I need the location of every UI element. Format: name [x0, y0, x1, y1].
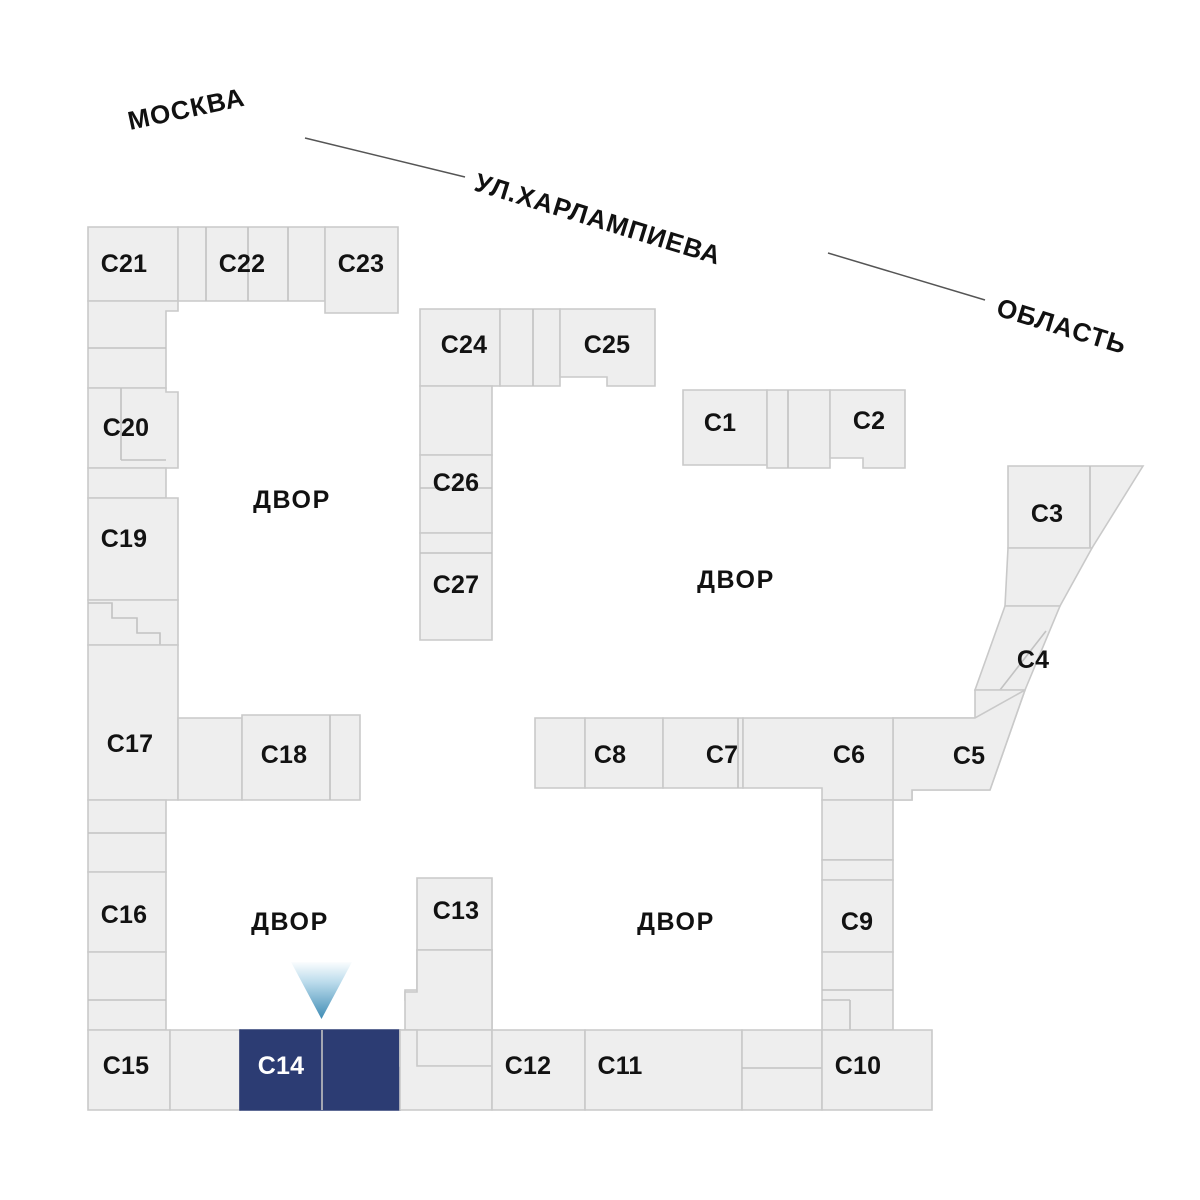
- building-block-C12-left: [399, 1029, 493, 1111]
- building-C9[interactable]: C9: [821, 879, 894, 953]
- building-label-C18: C18: [261, 741, 307, 769]
- building-block-west-upper: [87, 300, 179, 389]
- building-C1[interactable]: C1: [682, 389, 768, 466]
- building-C15[interactable]: C15: [87, 1029, 171, 1111]
- building-C11[interactable]: C11: [584, 1029, 743, 1111]
- building-label-C17: C17: [107, 730, 153, 758]
- building-label-C20: C20: [103, 414, 149, 442]
- building-C18[interactable]: [177, 717, 243, 801]
- building-C26[interactable]: C26: [419, 454, 493, 534]
- building-label-C12: C12: [505, 1052, 551, 1080]
- building-C16[interactable]: C16: [87, 871, 167, 953]
- building-C24[interactable]: C24: [419, 308, 501, 387]
- building-block-C9-link: [821, 859, 894, 881]
- building-block-C24-C25-link: [499, 308, 561, 387]
- building-block-west-lower: [87, 799, 167, 873]
- building-label-C10: C10: [835, 1052, 881, 1080]
- building-label-C16: C16: [101, 901, 147, 929]
- building-C22[interactable]: C22: [177, 226, 326, 302]
- building-label-C14: C14: [258, 1052, 304, 1080]
- building-label-C23: C23: [338, 250, 384, 278]
- building-label-C26: C26: [433, 469, 479, 497]
- building-C13[interactable]: C13: [416, 877, 493, 951]
- building-label-C3: C3: [1031, 500, 1063, 528]
- building-C21[interactable]: C21: [87, 226, 179, 302]
- leader-line-moskva: [304, 137, 466, 178]
- building-C12[interactable]: C12: [491, 1029, 586, 1111]
- building-label-C4: C4: [1017, 646, 1049, 674]
- building-block-C9-upper: [821, 799, 894, 861]
- building-label-C5: C5: [953, 742, 985, 770]
- building-block-west-bottom: [87, 951, 167, 1031]
- building-C14[interactable]: C14: [239, 1029, 401, 1111]
- building-C25[interactable]: C25: [559, 308, 656, 387]
- building-block-west-mid: [87, 467, 167, 499]
- building-label-C24: C24: [441, 331, 487, 359]
- building-block-C8-left: [534, 717, 586, 789]
- building-block-C11-C10-link: [741, 1029, 823, 1111]
- yard-label-sw: ДВОР: [251, 908, 329, 936]
- building-C27[interactable]: C27: [419, 532, 493, 641]
- building-C18-main[interactable]: C18: [241, 714, 361, 801]
- building-label-C21: C21: [101, 250, 147, 278]
- building-block-west-stairs: [87, 599, 179, 646]
- building-label-C22: C22: [219, 250, 265, 278]
- building-label-C19: C19: [101, 525, 147, 553]
- building-label-C11: C11: [597, 1052, 642, 1080]
- building-block-C15-C14-link: [169, 1029, 241, 1111]
- building-C6[interactable]: C6: [742, 717, 894, 801]
- building-C20[interactable]: C20: [87, 387, 179, 469]
- building-label-C9: C9: [841, 908, 873, 936]
- building-label-C7: C7: [706, 741, 738, 769]
- building-C7[interactable]: C7: [662, 717, 744, 789]
- building-C5[interactable]: C5: [892, 688, 1027, 801]
- building-C17[interactable]: C17: [87, 644, 179, 801]
- building-label-C1: C1: [704, 409, 736, 437]
- building-C8[interactable]: C8: [584, 717, 664, 789]
- yard-label-ne: ДВОР: [697, 566, 775, 594]
- yard-label-se: ДВОР: [637, 908, 715, 936]
- building-label-C15: C15: [103, 1052, 149, 1080]
- building-C23[interactable]: C23: [324, 226, 399, 314]
- building-block-C13-lower: [404, 949, 493, 1031]
- building-C2[interactable]: C2: [829, 389, 906, 469]
- building-label-C27: C27: [433, 571, 479, 599]
- building-label-C8: C8: [594, 741, 626, 769]
- selected-building-marker[interactable]: [291, 962, 352, 1019]
- building-label-C2: C2: [853, 407, 885, 435]
- building-C3[interactable]: C3: [1007, 465, 1145, 549]
- building-block-C9-lower: [821, 951, 894, 1031]
- building-label-C13: C13: [433, 897, 479, 925]
- building-C10[interactable]: C10: [821, 1029, 933, 1111]
- building-label-C25: C25: [584, 331, 630, 359]
- building-C19[interactable]: C19: [87, 497, 179, 601]
- leader-line-oblast: [827, 252, 986, 301]
- building-block-C1-C2-link: [766, 389, 831, 469]
- building-label-C6: C6: [833, 741, 865, 769]
- yard-label-nw: ДВОР: [253, 486, 331, 514]
- building-block-C24-lower: [419, 385, 493, 456]
